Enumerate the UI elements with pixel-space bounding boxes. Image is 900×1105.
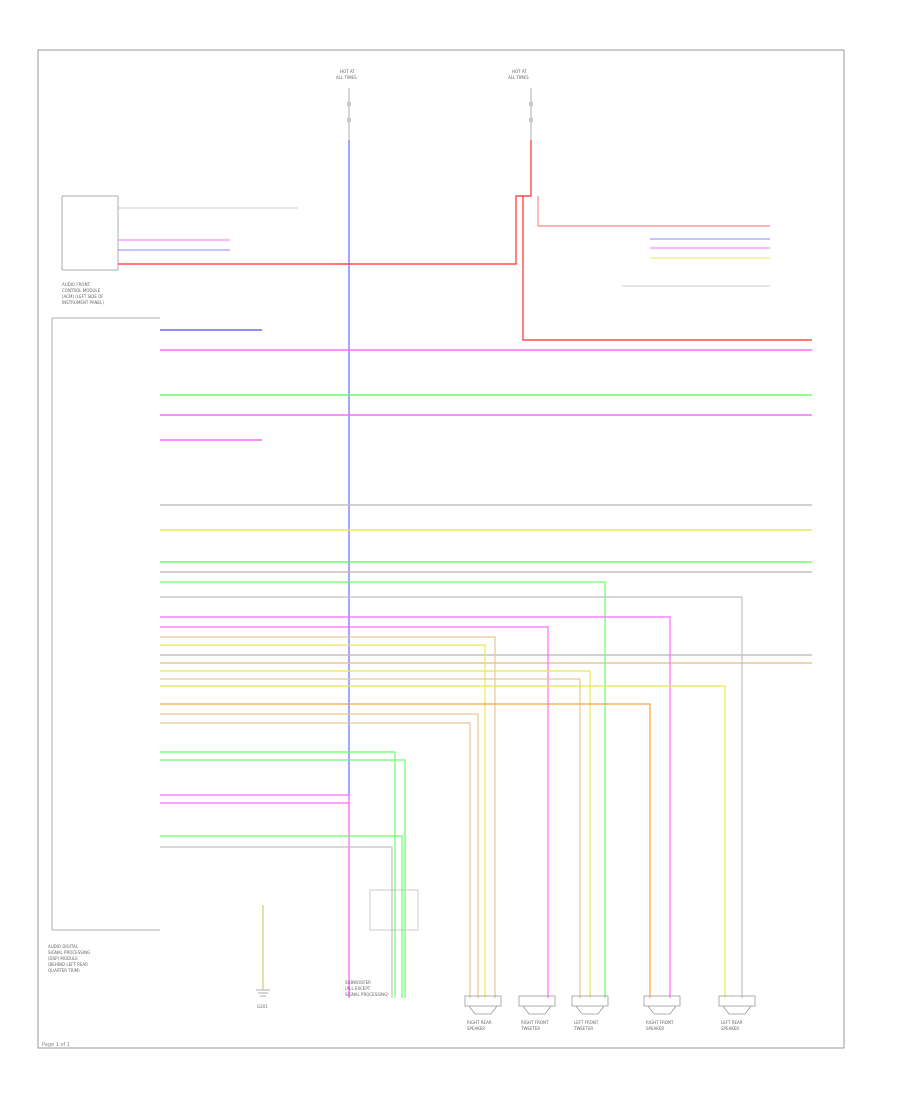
drop-wire-13 bbox=[160, 759, 406, 998]
drop-wire-4 bbox=[160, 636, 496, 998]
small-connector-box bbox=[61, 195, 119, 271]
drop-wire-8 bbox=[160, 685, 726, 998]
svg-text:(ACM) (LEFT SIDE OF: (ACM) (LEFT SIDE OF bbox=[62, 294, 104, 299]
speaker-label-4-0: LEFT REAR bbox=[721, 1020, 743, 1025]
drop-wire-7 bbox=[160, 678, 581, 998]
speaker-cone-0 bbox=[468, 1005, 498, 1015]
page-footer: Page 1 of 1 bbox=[42, 1042, 71, 1048]
drop-wire-0 bbox=[160, 581, 606, 998]
drop-wire-10 bbox=[160, 713, 479, 998]
speaker-label-0-1: SPEAKER bbox=[467, 1026, 485, 1031]
speaker-drop-wires bbox=[160, 581, 743, 998]
svg-text:QUARTER TRIM): QUARTER TRIM) bbox=[48, 968, 80, 973]
speaker-label-4-1: SPEAKER bbox=[721, 1026, 739, 1031]
speaker-cone-3 bbox=[647, 1005, 677, 1015]
speaker-body-2 bbox=[571, 995, 609, 1007]
left-fuse-label: HOT AT ALL TIMES bbox=[336, 69, 357, 80]
speaker-cone-2 bbox=[575, 1005, 605, 1015]
drop-wire-9 bbox=[160, 703, 651, 998]
svg-text:INSTRUMENT PANEL): INSTRUMENT PANEL) bbox=[62, 300, 104, 305]
amp-module-label: AUDIO DIGITAL SIGNAL PROCESSING (DSP) MO… bbox=[48, 944, 90, 973]
speaker-body-3 bbox=[643, 995, 681, 1007]
svg-text:(DSP) MODULE: (DSP) MODULE bbox=[48, 956, 78, 961]
speaker-label-3-0: RIGHT FRONT bbox=[646, 1020, 674, 1025]
speaker-label-2-1: TWEETER bbox=[573, 1026, 593, 1031]
wire-red-right bbox=[522, 196, 812, 341]
speaker-label-2-0: LEFT FRONT bbox=[574, 1020, 599, 1025]
drop-wire-2 bbox=[160, 616, 671, 998]
wire-red-main bbox=[118, 140, 532, 265]
audio-module-label: AUDIO FRONT CONTROL MODULE (ACM) (LEFT S… bbox=[62, 282, 104, 305]
drop-wire-16 bbox=[160, 835, 403, 998]
speaker-body-4 bbox=[718, 995, 756, 1007]
drop-wire-17 bbox=[160, 846, 393, 998]
speaker-label-3-1: SPEAKER bbox=[646, 1026, 664, 1031]
svg-text:SIGNAL PROCESSING): SIGNAL PROCESSING) bbox=[345, 992, 389, 997]
fuse-left-symbol bbox=[347, 88, 351, 140]
drop-wire-3 bbox=[160, 626, 549, 998]
wire-red-branch bbox=[537, 196, 770, 227]
drop-wire-5 bbox=[160, 644, 486, 998]
drop-wire-1 bbox=[160, 596, 743, 998]
diagram-frame bbox=[37, 49, 845, 1049]
sub-connector: SUBWOOFER (ALL EXCEPT SIGNAL PROCESSING) bbox=[345, 889, 419, 997]
svg-text:SIGNAL PROCESSING: SIGNAL PROCESSING bbox=[48, 950, 90, 955]
speaker-cone-4 bbox=[722, 1005, 752, 1015]
right-fuse-label: HOT AT ALL TIMES bbox=[508, 69, 529, 80]
drop-wire-6 bbox=[160, 670, 591, 998]
drop-wire-14 bbox=[160, 794, 350, 998]
svg-text:G201: G201 bbox=[257, 1004, 268, 1009]
speaker-label-1-0: RIGHT FRONT bbox=[521, 1020, 549, 1025]
svg-text:CONTROL MODULE: CONTROL MODULE bbox=[62, 288, 101, 293]
speaker-body-1 bbox=[518, 995, 556, 1007]
svg-text:(BEHIND LEFT REAR: (BEHIND LEFT REAR bbox=[48, 962, 88, 967]
speaker-cone-1 bbox=[522, 1005, 552, 1015]
svg-text:SUBWOOFER: SUBWOOFER bbox=[345, 980, 371, 985]
long-signal-wires bbox=[160, 329, 812, 664]
audio-module-bracket bbox=[51, 317, 160, 931]
svg-text:AUDIO FRONT: AUDIO FRONT bbox=[62, 282, 91, 287]
svg-text:HOT AT: HOT AT bbox=[340, 69, 355, 74]
speaker-label-0-0: RIGHT REAR bbox=[467, 1020, 492, 1025]
drop-wire-12 bbox=[160, 751, 396, 998]
svg-text:HOT AT: HOT AT bbox=[512, 69, 527, 74]
svg-text:(ALL EXCEPT: (ALL EXCEPT bbox=[345, 986, 371, 991]
fuse-right-symbol bbox=[529, 88, 533, 140]
drop-wire-11 bbox=[160, 722, 471, 998]
speaker-body-0 bbox=[464, 995, 502, 1007]
speaker-label-1-1: TWEETER bbox=[520, 1026, 540, 1031]
svg-text:ALL TIMES: ALL TIMES bbox=[336, 75, 357, 80]
svg-text:AUDIO DIGITAL: AUDIO DIGITAL bbox=[48, 944, 79, 949]
drop-wire-15 bbox=[160, 802, 350, 998]
svg-text:ALL TIMES: ALL TIMES bbox=[508, 75, 529, 80]
ground-symbol: G201 bbox=[256, 905, 270, 1009]
